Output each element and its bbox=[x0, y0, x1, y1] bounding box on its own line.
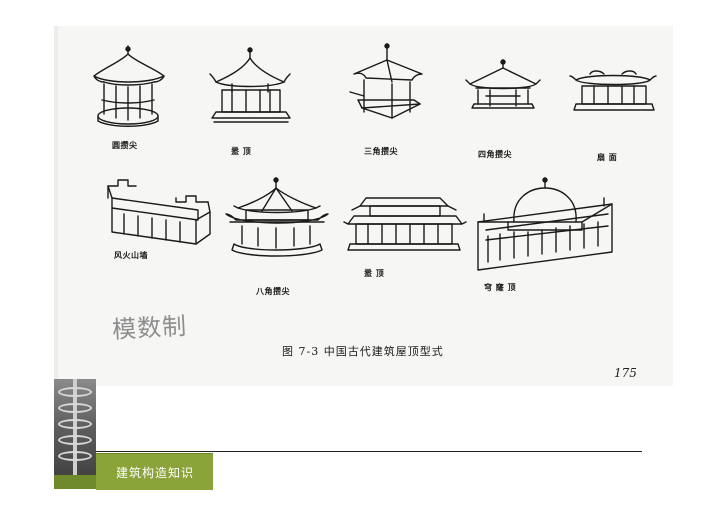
pavilion-octagonal-drawing bbox=[225, 177, 329, 257]
hall-luding-drawing bbox=[343, 197, 467, 251]
caption-triangular: 三角攒尖 bbox=[364, 147, 398, 156]
caption-luding-2: 盝 顶 bbox=[364, 269, 385, 278]
logo-image bbox=[54, 379, 96, 489]
pavilion-flat-drawing bbox=[569, 70, 657, 111]
page-number: 175 bbox=[614, 366, 637, 380]
caption-round: 圆攒尖 bbox=[112, 141, 138, 150]
logo-post bbox=[73, 379, 77, 489]
caption-square: 四角攒尖 bbox=[478, 150, 512, 159]
caption-fenghuo: 风火山墙 bbox=[114, 251, 148, 260]
scan-edge bbox=[54, 26, 58, 386]
logo-base bbox=[54, 475, 96, 489]
pavilion-square-drawing bbox=[465, 59, 541, 109]
caption-flat: 扇 面 bbox=[597, 153, 618, 162]
caption-octagonal: 八角攒尖 bbox=[256, 287, 290, 296]
logo-ring bbox=[58, 435, 92, 445]
pavilion-round-drawing bbox=[93, 45, 165, 127]
caption-luding-1: 盝 顶 bbox=[231, 147, 252, 156]
hall-fenghuo-drawing bbox=[107, 179, 211, 245]
footer-band: 建筑构造知识 bbox=[96, 453, 213, 490]
footer-rule bbox=[96, 451, 642, 452]
brand-label: 建筑构造知识 bbox=[116, 466, 195, 480]
logo-ring bbox=[58, 419, 92, 429]
pavilion-triangular-drawing bbox=[349, 43, 423, 119]
handwritten-note: 模数制 bbox=[111, 312, 188, 344]
logo-ring bbox=[58, 451, 92, 461]
logo-ring bbox=[58, 403, 92, 413]
logo-ring bbox=[58, 387, 92, 397]
mosque-dome-drawing bbox=[477, 177, 613, 271]
caption-dome: 穹 窿 顶 bbox=[484, 283, 517, 292]
figure-title: 图 7-3 中国古代建筑屋顶型式 bbox=[282, 345, 444, 358]
pavilion-luding-drawing bbox=[209, 47, 291, 123]
